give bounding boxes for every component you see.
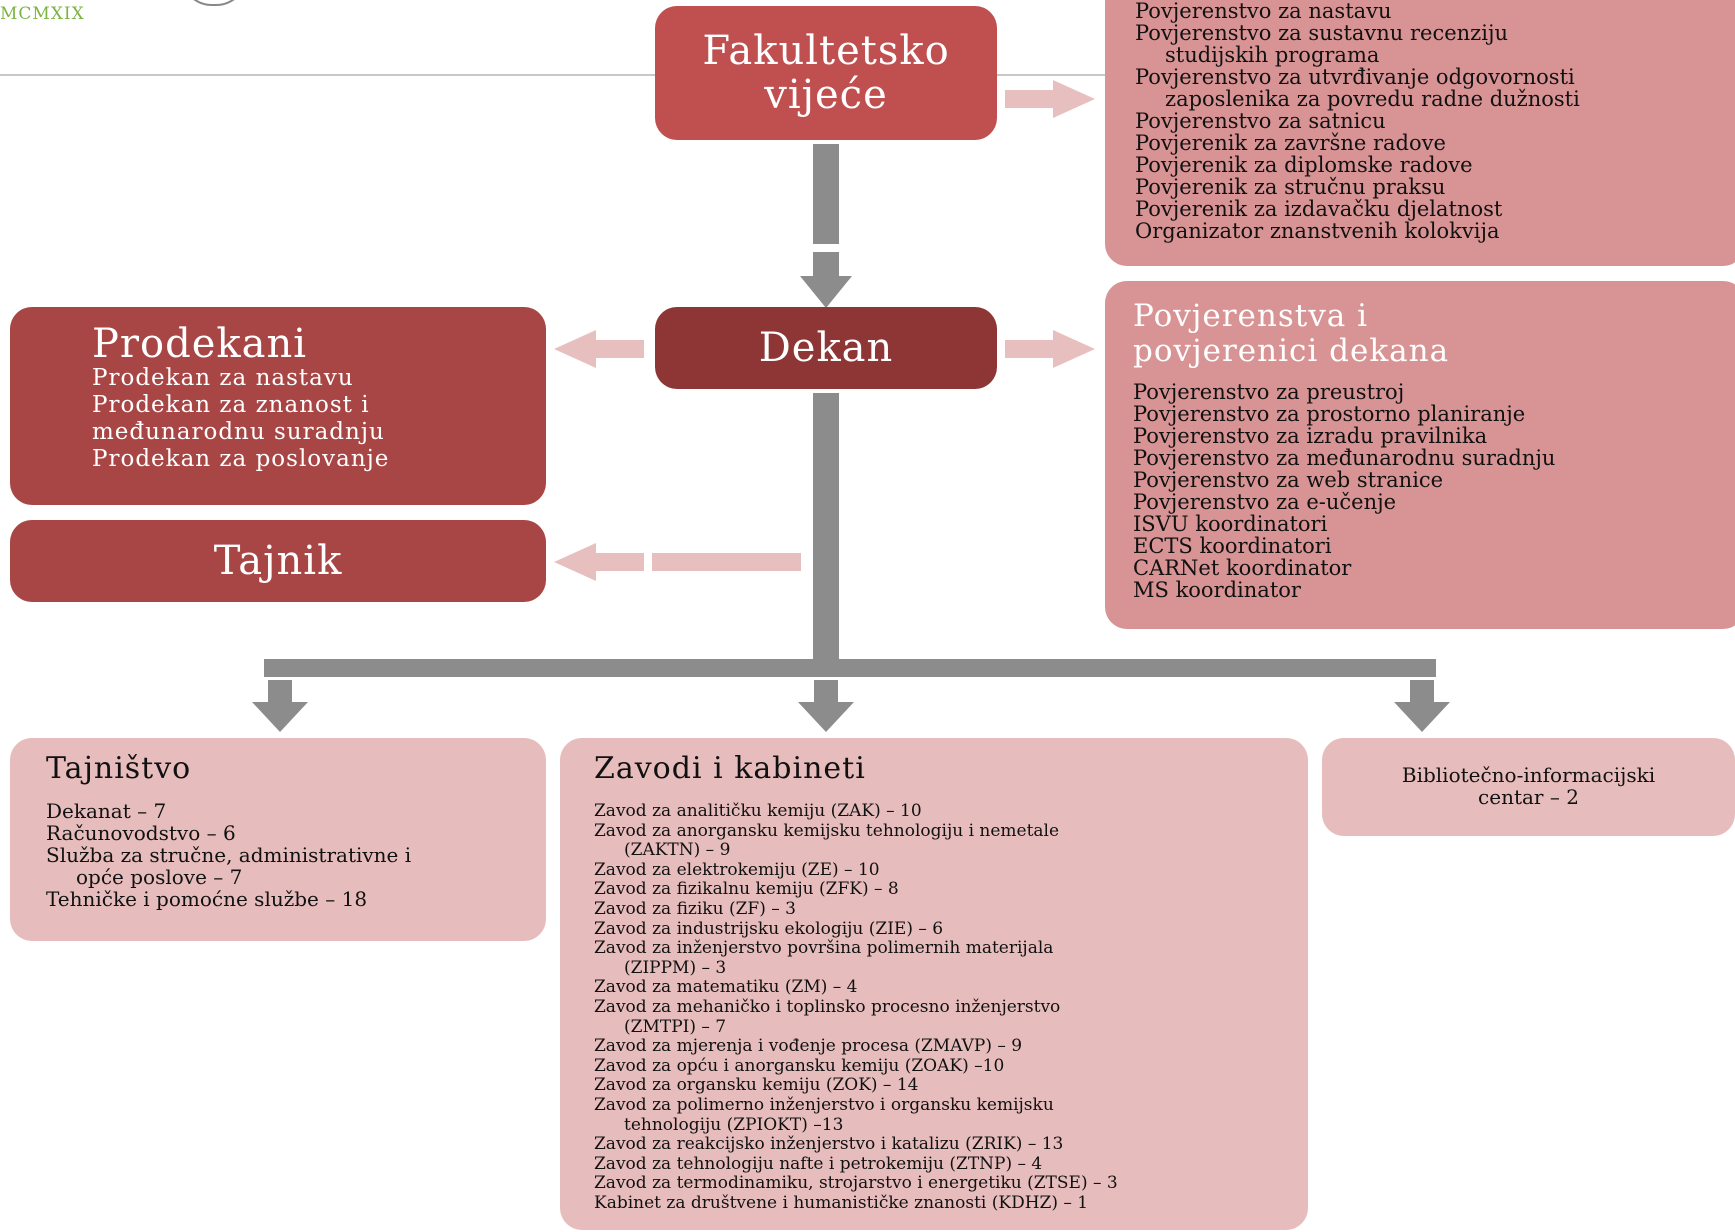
department-item: Zavod za analitičku kemiju (ZAK) – 10	[594, 801, 922, 821]
department-item: Zavod za opću i anorgansku kemiju (ZOAK)…	[594, 1055, 1005, 1076]
committee-item: Povjerenstvo za e-učenje	[1133, 490, 1397, 514]
committee-item: Povjerenik za izdavačku djelatnost	[1135, 197, 1503, 221]
vice-deans-title: Prodekani	[92, 321, 308, 367]
secretariat-box: Tajništvo Dekanat – 7 Računovodstvo – 6 …	[10, 738, 546, 941]
dean-committees-title-line: Povjerenstva i	[1133, 298, 1368, 334]
department-item: (ZMTPI) – 7	[624, 1016, 727, 1037]
department-item: Zavod za termodinamiku, strojarstvo i en…	[594, 1173, 1118, 1194]
department-item: Zavod za anorgansku kemijsku tehnologiju…	[594, 820, 1060, 841]
department-item: Zavod za fiziku (ZF) – 3	[594, 898, 796, 919]
department-item: Zavod za fizikalnu kemiju (ZFK) – 8	[594, 879, 899, 900]
department-item: Zavod za tehnologiju nafte i petrokemiju…	[594, 1153, 1043, 1174]
faculty-council-committees-box: Povjerenstvo za nastavu Povjerenstvo za …	[1105, 0, 1735, 266]
secretariat-item: Tehničke i pomoćne službe – 18	[46, 887, 368, 911]
department-item: Zavod za inženjerstvo površina polimerni…	[594, 938, 1054, 959]
dean-committees-list: Povjerenstvo za preustroj Povjerenstvo z…	[1133, 381, 1735, 601]
departments-box: Zavodi i kabineti Zavod za analitičku ke…	[560, 738, 1308, 1230]
department-item: Zavod za polimerno inženjerstvo i organs…	[594, 1094, 1054, 1115]
departments-title: Zavodi i kabineti	[594, 751, 866, 786]
department-item: Kabinet za društvene i humanističke znan…	[594, 1192, 1089, 1213]
secretary-title: Tajnik	[213, 538, 343, 584]
department-item: Zavod za reakcijsko inženjerstvo i katal…	[594, 1134, 1064, 1155]
committee-item: Povjerenstvo za prostorno planiranje	[1133, 402, 1526, 426]
committee-item: Povjerenik za diplomske radove	[1135, 153, 1473, 177]
committee-item: studijskih programa	[1165, 43, 1380, 67]
connector-dekan-trunk	[813, 393, 839, 669]
vice-dean-item: Prodekan za znanost i	[92, 392, 370, 418]
secretariat-item: opće poslove – 7	[76, 865, 243, 889]
committee-item: Povjerenstvo za satnicu	[1135, 109, 1386, 133]
vice-dean-item: Prodekan za poslovanje	[92, 446, 390, 472]
department-item: Zavod za matematiku (ZM) – 4	[594, 977, 858, 998]
vice-deans-box: Prodekani Prodekan za nastavu Prodekan z…	[10, 307, 546, 505]
committee-item: ECTS koordinatori	[1133, 534, 1332, 558]
faculty-council-title-line: vijeće	[764, 72, 888, 118]
arrow-right-icon	[1005, 330, 1095, 368]
secretary-box: Tajnik	[10, 520, 546, 602]
department-item: Zavod za mehaničko i toplinsko procesno …	[594, 996, 1061, 1017]
committee-item: Povjerenstvo za utvrđivanje odgovornosti	[1135, 65, 1575, 89]
committee-item: ISVU koordinatori	[1133, 512, 1328, 536]
connector-dekan-tajnik	[652, 553, 801, 571]
arrow-left-icon	[554, 543, 644, 581]
university-seal-icon	[180, 0, 248, 6]
faculty-council-committees-list: Povjerenstvo za nastavu Povjerenstvo za …	[1135, 0, 1735, 242]
department-item: (ZIPPM) – 3	[624, 957, 727, 978]
arrow-down-icon	[252, 680, 308, 732]
connector-vijece-dekan	[813, 144, 839, 244]
department-item: (ZAKTN) – 9	[624, 840, 731, 861]
committee-item: Povjerenik za stručnu praksu	[1135, 175, 1446, 199]
connector-distribution-bar	[264, 659, 1436, 677]
arrow-down-icon	[1394, 680, 1450, 732]
arrow-left-icon	[554, 330, 644, 368]
department-item: Zavod za elektrokemiju (ZE) – 10	[594, 859, 880, 880]
secretariat-item: Dekanat – 7	[46, 799, 167, 823]
department-item: Zavod za mjerenja i vođenje procesa (ZMA…	[594, 1036, 1023, 1057]
faculty-council-box: Fakultetsko vijeće	[655, 6, 997, 140]
dean-committees-box: Povjerenstva i povjerenici dekana Povjer…	[1105, 281, 1735, 629]
library-box: Bibliotečno-informacijski centar – 2	[1322, 738, 1735, 836]
committee-item: Povjerenstvo za web stranice	[1133, 468, 1444, 492]
committee-item: Povjerenstvo za preustroj	[1133, 380, 1405, 404]
dean-committees-title-line: povjerenici dekana	[1133, 333, 1450, 369]
library-title-line: centar – 2	[1478, 785, 1579, 809]
committee-item: Povjerenstvo za nastavu	[1135, 0, 1392, 23]
arrow-down-icon	[798, 680, 854, 732]
secretariat-title: Tajništvo	[46, 751, 192, 786]
committee-item: MS koordinator	[1133, 578, 1301, 602]
committee-item: Povjerenstvo za sustavnu recenziju	[1135, 21, 1508, 45]
vice-dean-item: Prodekan za nastavu	[92, 365, 354, 391]
committee-item: Povjerenstvo za izradu pravilnika	[1133, 424, 1488, 448]
logo-text: MCMXIX	[0, 4, 85, 24]
secretariat-item: Računovodstvo – 6	[46, 821, 236, 845]
department-item: Zavod za industrijsku ekologiju (ZIE) – …	[594, 918, 944, 939]
department-item: Zavod za organsku kemiju (ZOK) – 14	[594, 1075, 919, 1096]
committee-item: CARNet koordinator	[1133, 556, 1352, 580]
library-title-line: Bibliotečno-informacijski	[1401, 763, 1656, 787]
department-item: tehnologiju (ZPIOKT) –13	[624, 1114, 844, 1135]
arrow-down-icon	[800, 252, 852, 308]
dean-box: Dekan	[655, 307, 997, 389]
committee-item: zaposlenika za povredu radne dužnosti	[1165, 87, 1580, 111]
arrow-right-icon	[1005, 80, 1095, 118]
dean-title: Dekan	[758, 325, 894, 371]
committee-item: Povjerenik za završne radove	[1135, 131, 1446, 155]
secretariat-item: Služba za stručne, administrativne i	[46, 843, 412, 867]
committee-item: Povjerenstvo za međunarodnu suradnju	[1133, 446, 1556, 470]
vice-dean-item: međunarodnu suradnju	[92, 419, 385, 445]
faculty-council-title-line: Fakultetsko	[702, 28, 950, 74]
committee-item: Organizator znanstvenih kolokvija	[1135, 219, 1500, 243]
